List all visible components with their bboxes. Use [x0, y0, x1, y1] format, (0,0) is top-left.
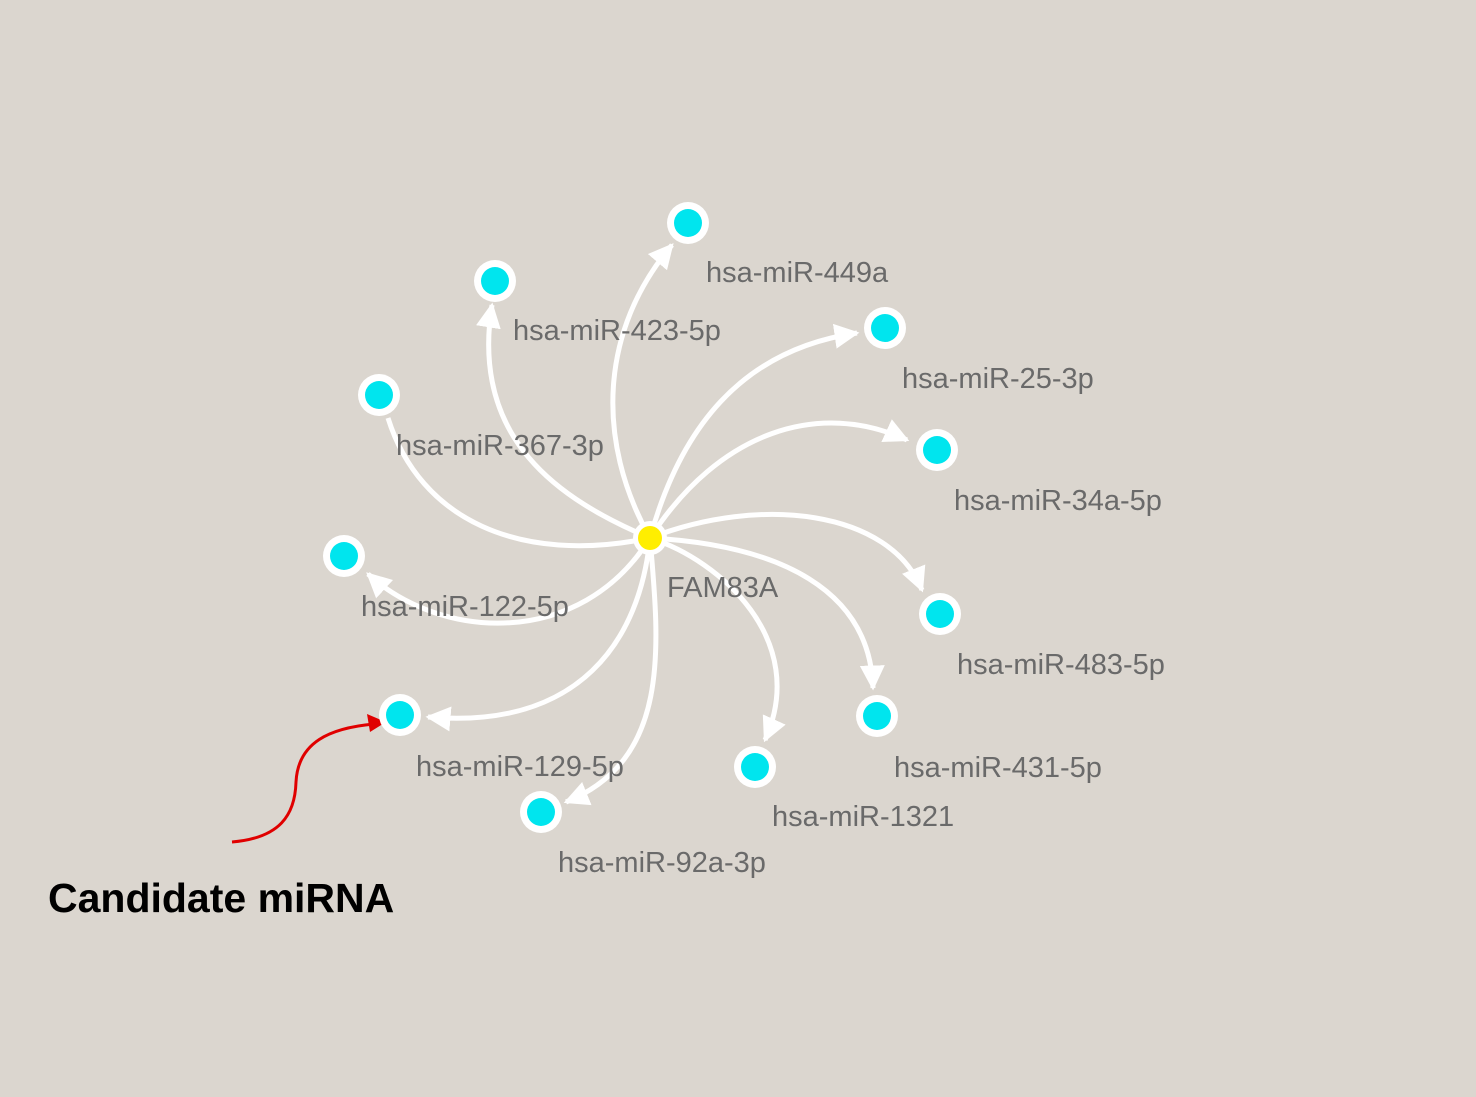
- annotation-label: Candidate miRNA: [48, 875, 394, 921]
- mirna-label: hsa-miR-25-3p: [902, 363, 1094, 395]
- mirna-node-m423[interactable]: hsa-miR-423-5p: [474, 260, 721, 347]
- mirna-node-m483[interactable]: hsa-miR-483-5p: [919, 593, 1165, 681]
- edge-m25: [647, 323, 860, 539]
- mirna-label: hsa-miR-34a-5p: [954, 485, 1162, 517]
- node-dot: [674, 209, 702, 237]
- gene-label: FAM83A: [667, 572, 779, 604]
- edge-m129: [425, 537, 653, 732]
- mirna-node-m122[interactable]: hsa-miR-122-5p: [323, 535, 569, 623]
- node-dot: [481, 267, 509, 295]
- mirna-node-m25[interactable]: hsa-miR-25-3p: [864, 307, 1094, 395]
- mirna-node-m34a[interactable]: hsa-miR-34a-5p: [916, 429, 1162, 517]
- mirna-node-m449a[interactable]: hsa-miR-449a: [667, 202, 889, 289]
- edge-m92a: [563, 537, 659, 806]
- node-dot: [926, 600, 954, 628]
- mirna-label: hsa-miR-367-3p: [396, 430, 604, 462]
- node-dot: [923, 436, 951, 464]
- mirna-label: hsa-miR-431-5p: [894, 752, 1102, 784]
- node-dot: [863, 702, 891, 730]
- edge-m431: [649, 535, 885, 691]
- mirna-label: hsa-miR-1321: [772, 801, 954, 833]
- edge-m34a: [647, 419, 910, 540]
- edge-m122: [366, 536, 653, 626]
- gene-node-fam83a[interactable]: FAM83A: [633, 521, 779, 604]
- mirna-node-m1321[interactable]: hsa-miR-1321: [734, 746, 954, 833]
- mirna-node-m129[interactable]: hsa-miR-129-5p: [379, 694, 624, 783]
- node-dot: [365, 381, 393, 409]
- mirna-node-m431[interactable]: hsa-miR-431-5p: [856, 695, 1102, 784]
- mirna-label: hsa-miR-122-5p: [361, 591, 569, 623]
- node-dot: [871, 314, 899, 342]
- annotation-arrowhead: [367, 714, 386, 732]
- mirna-node-m367[interactable]: hsa-miR-367-3p: [358, 374, 604, 462]
- edge-m367: [385, 417, 651, 549]
- annotation: Candidate miRNA: [48, 714, 394, 921]
- edge-m1321: [649, 535, 786, 743]
- edge-m449a: [610, 243, 674, 540]
- mirna-label: hsa-miR-92a-3p: [558, 847, 766, 879]
- mirna-label: hsa-miR-483-5p: [957, 649, 1165, 681]
- gene-node-dot: [638, 526, 662, 550]
- node-dot: [330, 542, 358, 570]
- node-dot: [741, 753, 769, 781]
- edge-m423: [476, 302, 651, 541]
- mirna-label: hsa-miR-449a: [706, 257, 889, 289]
- node-dot: [527, 798, 555, 826]
- mirna-label: hsa-miR-423-5p: [513, 315, 721, 347]
- mirna-node-m92a[interactable]: hsa-miR-92a-3p: [520, 791, 766, 879]
- mirna-label: hsa-miR-129-5p: [416, 751, 624, 783]
- annotation-arrow: [231, 722, 375, 844]
- edge-m483: [649, 511, 926, 593]
- edges: [366, 243, 926, 806]
- node-dot: [386, 701, 414, 729]
